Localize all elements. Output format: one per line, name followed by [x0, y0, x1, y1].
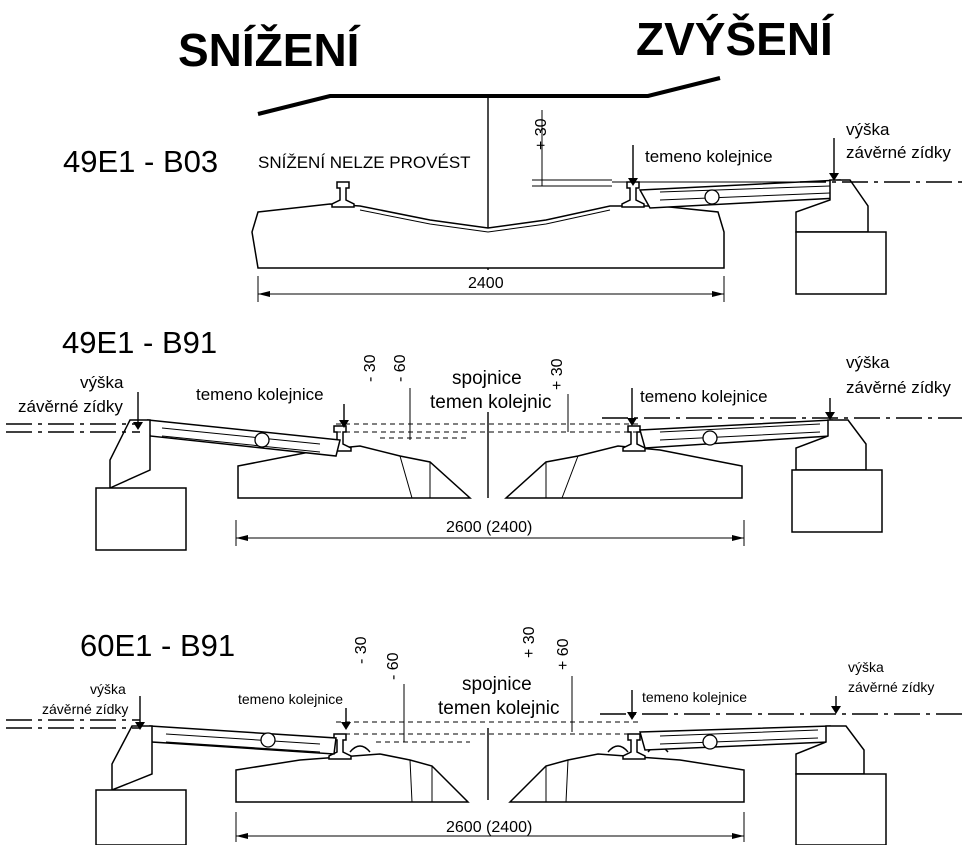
dim-plus30: + 30 [521, 626, 538, 658]
sleeper-left [237, 445, 472, 499]
label-connect-1: spojnice [452, 368, 522, 389]
wall-block-left [95, 487, 187, 551]
label-rail-top-left: temeno kolejnice [196, 385, 324, 404]
dim-minus30: - 30 [353, 636, 370, 664]
profile-60E1-B91: 60E1 - B91 - 30 - 60 + 30 + 60 spojnice … [6, 626, 962, 845]
dim-width: 2400 [468, 275, 504, 292]
label-rail-top-right: temeno kolejnice [642, 689, 747, 705]
label-wall-left-2: závěrné zídky [18, 397, 123, 416]
deck-left [149, 725, 337, 755]
wall-block-right [791, 469, 883, 533]
dim-width: 2600 (2400) [446, 819, 532, 836]
label-rail-top-right: temeno kolejnice [640, 387, 768, 406]
heading-track-line [257, 76, 721, 116]
dim-plus60: + 60 [555, 638, 572, 670]
label-wall-right-2: závěrné zídky [846, 378, 951, 397]
label-wall-right-1: výška [848, 659, 884, 675]
rail-left [331, 181, 355, 208]
label-connect-1: spojnice [462, 674, 532, 695]
label-wall-right-1: výška [846, 353, 890, 372]
deck-right [639, 725, 831, 751]
label-wall-right-2: závěrné zídky [848, 679, 934, 695]
dim-plus30: + 30 [549, 358, 566, 390]
label-wall-left-2: závěrné zídky [42, 701, 128, 717]
label-connect-2: temen kolejnic [430, 392, 551, 413]
wall-block-left [95, 789, 187, 845]
closing-wall-block [795, 231, 887, 295]
heading-raising: ZVÝŠENÍ [636, 13, 834, 65]
sleeper-left [235, 753, 470, 803]
label-wall-left-1: výška [90, 681, 126, 697]
label-connect-2: temen kolejnic [438, 698, 559, 719]
dim-minus60: - 60 [385, 652, 402, 680]
dim-width: 2600 (2400) [446, 519, 532, 536]
label-rail-top: temeno kolejnice [645, 147, 773, 166]
wall-block-right [795, 773, 887, 845]
heading-lowering: SNÍŽENÍ [178, 24, 361, 76]
dim-minus60: - 60 [392, 354, 409, 382]
label-rail-top-left: temeno kolejnice [238, 691, 343, 707]
label-wall-left-1: výška [80, 373, 124, 392]
profile-49E1-B91: 49E1 - B91 - 30 - 60 + 30 spojnice temen… [6, 325, 962, 551]
label-wall-height-2: závěrné zídky [846, 143, 951, 162]
profile-title: 49E1 - B03 [63, 144, 218, 179]
profile-title: 49E1 - B91 [62, 325, 217, 360]
profile-title: 60E1 - B91 [80, 628, 235, 663]
label-wall-height-1: výška [846, 120, 890, 139]
sleeper-right [508, 753, 745, 803]
deck-right [639, 419, 833, 449]
sleeper-right [504, 445, 743, 499]
note-lowering-impossible: SNÍŽENÍ NELZE PROVÉST [258, 153, 471, 172]
dim-plus30: + 30 [533, 118, 550, 150]
profile-49E1-B03: 49E1 - B03 SNÍŽENÍ NELZE PROVÉST + 30 te… [63, 98, 962, 302]
dim-minus30: - 30 [362, 354, 379, 382]
fastenings [309, 745, 669, 753]
